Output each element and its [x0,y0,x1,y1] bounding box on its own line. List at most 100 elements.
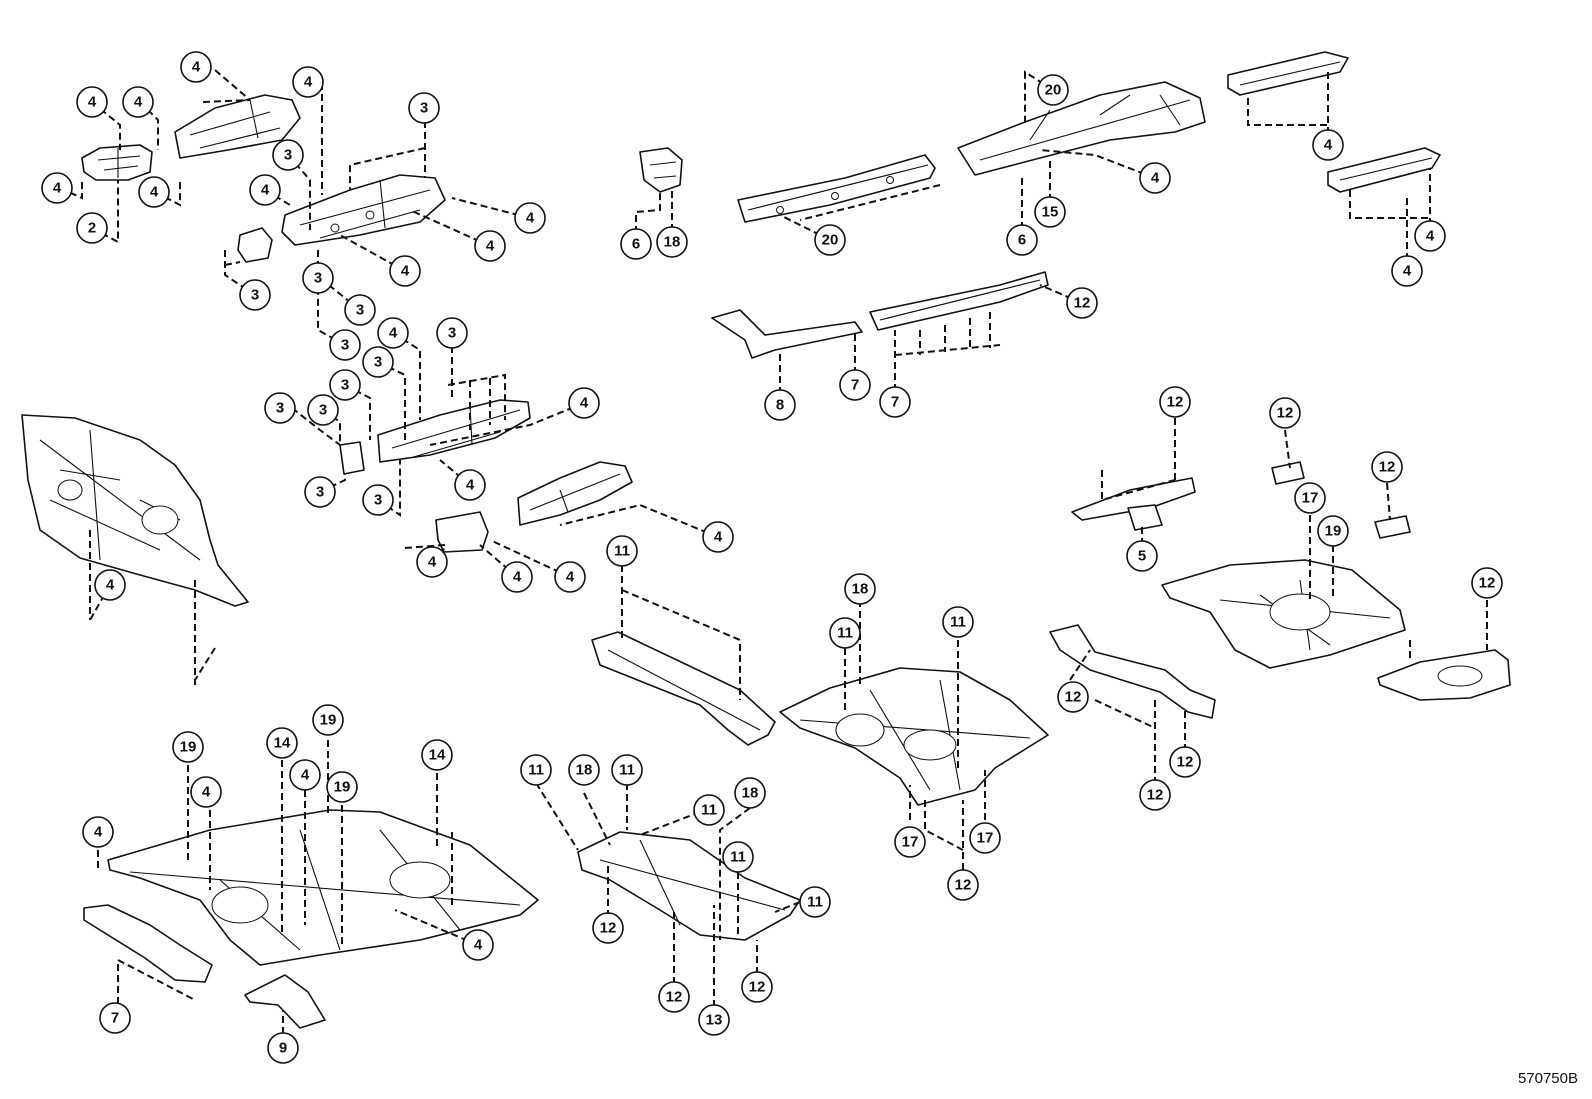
svg-text:6: 6 [1018,232,1026,249]
callout: 17 [969,822,1001,854]
svg-text:19: 19 [180,739,197,756]
svg-text:3: 3 [319,402,327,419]
svg-text:7: 7 [891,394,899,411]
diagram-code: 570750B [1517,1070,1578,1087]
svg-text:4: 4 [401,263,410,280]
svg-text:8: 8 [776,397,784,414]
svg-text:18: 18 [852,581,869,598]
callout: 4 [474,230,506,262]
svg-text:4: 4 [466,477,475,494]
svg-text:12: 12 [1167,394,1184,411]
callout: 12 [1471,567,1503,599]
callout: 2 [76,212,108,244]
svg-text:4: 4 [301,767,310,784]
svg-text:3: 3 [341,337,349,354]
svg-text:15: 15 [1042,204,1059,221]
svg-text:3: 3 [251,287,259,304]
svg-text:12: 12 [1074,295,1091,312]
callout: 12 [658,981,690,1013]
svg-text:4: 4 [53,180,62,197]
callout: 3 [272,139,304,171]
callout: 4 [389,255,421,287]
svg-text:4: 4 [94,824,103,841]
svg-text:11: 11 [837,625,853,642]
callout: 4 [41,172,73,204]
callout: 3 [362,484,394,516]
callout: 12 [1169,746,1201,778]
part-crossmember [1071,477,1196,531]
svg-text:11: 11 [730,849,746,866]
svg-text:6: 6 [632,236,640,253]
callout: 12 [1066,287,1098,319]
callout: 4 [1414,220,1446,252]
part-rear-floor-pan [1161,559,1406,669]
callout: 11 [799,886,831,918]
svg-text:12: 12 [600,920,617,937]
part-rear-frame [957,81,1206,176]
part-wheelhouse [517,461,633,526]
callout: 8 [764,389,796,421]
callout: 4 [1312,129,1344,161]
callout: 12 [1139,779,1171,811]
svg-text:4: 4 [304,74,313,91]
callout: 4 [702,521,734,553]
svg-text:4: 4 [150,184,159,201]
callout: 20 [814,224,846,256]
part-dash-panel [21,414,249,607]
part-floor-side-member [83,904,213,983]
svg-text:3: 3 [420,100,428,117]
part-rail-brackets [237,227,489,553]
svg-text:18: 18 [742,785,759,802]
part-rear-end-panel [1377,649,1511,701]
svg-text:4: 4 [1324,137,1333,154]
callout: 4 [514,202,546,234]
svg-text:4: 4 [192,59,201,76]
svg-text:12: 12 [749,979,766,996]
callout: 9 [267,1032,299,1064]
part-center-rear-floor [577,831,801,941]
svg-text:3: 3 [374,492,382,509]
callout: 3 [264,392,296,424]
callout: 11 [520,754,552,786]
svg-text:12: 12 [1065,689,1082,706]
callout: 4 [454,469,486,501]
svg-text:19: 19 [320,712,337,729]
part-rocker-rail [737,154,936,223]
svg-text:3: 3 [276,400,284,417]
part-center-tunnel [591,631,776,746]
svg-text:4: 4 [714,529,723,546]
svg-text:4: 4 [526,210,535,227]
svg-text:11: 11 [807,894,823,911]
callout: 18 [568,754,600,786]
callout: 4 [82,816,114,848]
svg-text:7: 7 [111,1010,119,1027]
svg-text:12: 12 [1379,459,1396,476]
callout: 4 [554,561,586,593]
part-mid-rail [377,399,531,463]
svg-text:3: 3 [314,270,322,287]
callout: 14 [421,739,453,771]
svg-text:4: 4 [202,784,211,801]
svg-text:2: 2 [88,220,96,237]
callout: 4 [462,929,494,961]
svg-text:5: 5 [1138,548,1146,565]
svg-text:4: 4 [88,94,97,111]
svg-text:4: 4 [474,937,483,954]
svg-text:3: 3 [356,302,364,319]
callout: 7 [879,386,911,418]
svg-text:7: 7 [851,377,859,394]
callout: 11 [611,754,643,786]
callout: 17 [1294,482,1326,514]
callout: 3 [408,92,440,124]
callout: 20 [1037,74,1069,106]
callout: 19 [1317,515,1349,547]
callout: 11 [942,606,974,638]
callout: 3 [307,394,339,426]
svg-text:4: 4 [428,554,437,571]
svg-text:19: 19 [334,779,351,796]
callout: 3 [304,476,336,508]
callout: 18 [734,777,766,809]
callout: 17 [894,826,926,858]
callout: 14 [266,727,298,759]
svg-text:12: 12 [1479,575,1496,592]
